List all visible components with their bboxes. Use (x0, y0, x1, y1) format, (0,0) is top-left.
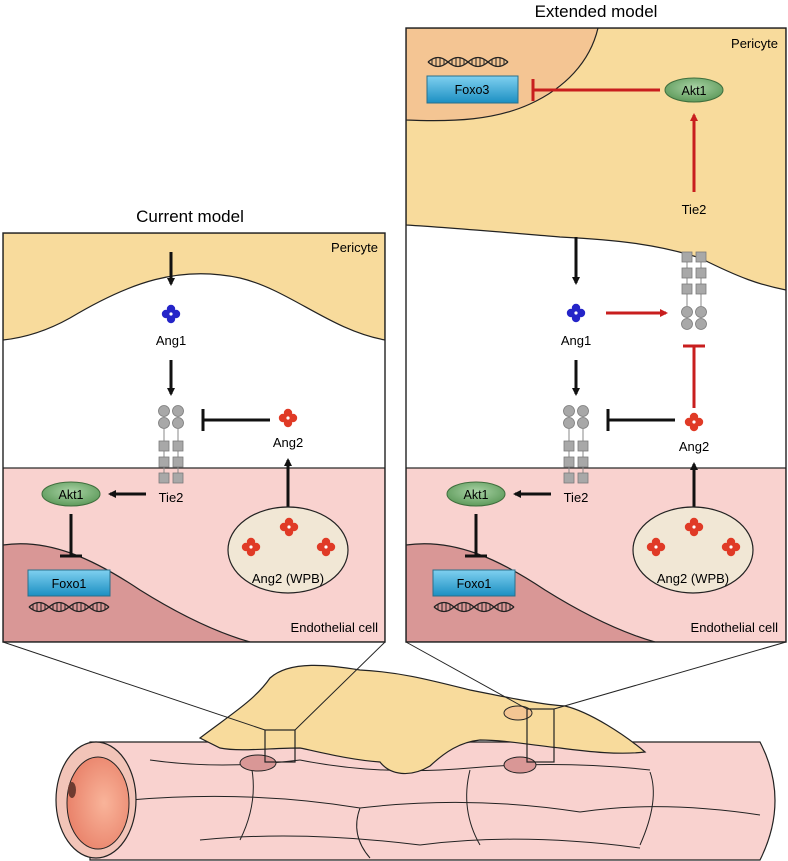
wpb-label-left: Ang2 (WPB) (252, 571, 324, 586)
tie2-label-left: Tie2 (159, 490, 184, 505)
zoom-box-right (526, 708, 555, 763)
foxo1-box-left (27, 569, 111, 597)
akt1-label-right: Akt1 (463, 488, 488, 502)
endothelial-label-left: Endothelial cell (291, 620, 379, 635)
pericyte-region-left (3, 233, 385, 341)
foxo3-label: Foxo3 (455, 83, 490, 97)
nucleus-right (503, 756, 537, 774)
wpb-vesicle-right (632, 506, 754, 594)
inhibit-ang2-tie2-pericyte (683, 344, 705, 408)
tie2-label-right: Tie2 (564, 490, 589, 505)
foxo1-label-right: Foxo1 (457, 577, 492, 591)
endothelial-label-right: Endothelial cell (691, 620, 779, 635)
akt1-label-left: Akt1 (58, 488, 83, 502)
foxo3-box (426, 75, 519, 104)
akt1-label-pericyte: Akt1 (681, 84, 706, 98)
pericyte-label-right: Pericyte (731, 36, 778, 51)
pericyte-nucleus (503, 705, 533, 721)
foxo1-label-left: Foxo1 (52, 577, 87, 591)
pericyte-label-left: Pericyte (331, 240, 378, 255)
ang1-label-left: Ang1 (156, 333, 186, 348)
foxo1-box-right (432, 569, 516, 597)
akt1-node-left (41, 481, 101, 507)
current-model-title: Current model (136, 207, 244, 226)
tie2-label-pericyte: Tie2 (682, 202, 707, 217)
inhibit-akt1-foxo1-right (465, 514, 487, 558)
wpb-vesicle-left (227, 506, 349, 594)
inhibit-ang2-tie2-right (606, 409, 675, 431)
ec-nucleus-left (3, 543, 251, 642)
ang1-label-right: Ang1 (561, 333, 591, 348)
ec-nucleus-right (406, 543, 656, 642)
zoom-box-left (264, 729, 296, 763)
blood-vessel (55, 741, 776, 861)
wpb-label-right: Ang2 (WPB) (657, 571, 729, 586)
zoom-lines (2, 641, 787, 731)
inhibit-akt1-foxo3 (531, 79, 660, 101)
extended-model-title: Extended model (535, 2, 658, 21)
pericyte-cell (198, 664, 647, 775)
inhibit-ang2-tie2-left (201, 409, 270, 431)
ang2-label-right: Ang2 (679, 439, 709, 454)
ang2-label-left: Ang2 (273, 435, 303, 450)
akt1-node-pericyte (664, 77, 724, 103)
inhibit-akt1-foxo1-left (60, 514, 82, 558)
nucleus-left (239, 754, 277, 772)
akt1-node-right (446, 481, 506, 507)
